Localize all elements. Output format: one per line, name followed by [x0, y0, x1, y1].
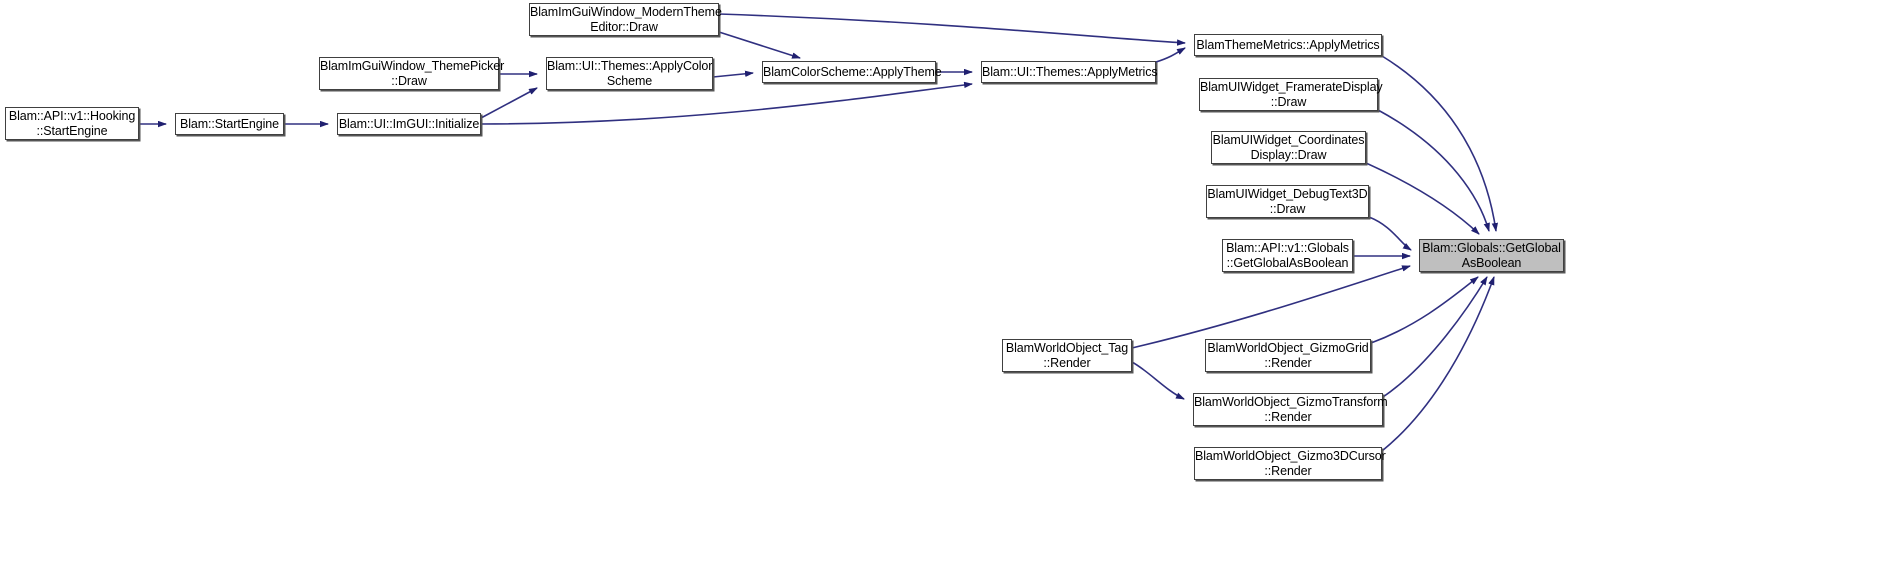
node-themes-applymetrics[interactable]: Blam::UI::Themes::ApplyMetrics: [981, 61, 1158, 83]
edge-themesmetrics-to-thememetrics: [1155, 47, 1186, 63]
node-label: BlamWorldObject_Tag ::Render: [1005, 340, 1129, 370]
node-gizmotransform-render[interactable]: BlamWorldObject_GizmoTransform ::Render: [1193, 393, 1388, 426]
node-globals-getglobalasboolean[interactable]: Blam::Globals::GetGlobal AsBoolean: [1419, 239, 1564, 272]
node-worldobject-tag-render[interactable]: BlamWorldObject_Tag ::Render: [1002, 339, 1132, 372]
node-framerate-display-draw[interactable]: BlamUIWidget_FramerateDisplay ::Draw: [1199, 78, 1383, 111]
edge-worldobjecttag-to-getglobal: [1131, 265, 1411, 349]
node-thememetrics-applymetrics[interactable]: BlamThemeMetrics::ApplyMetrics: [1194, 34, 1382, 56]
edge-coordinates-to-getglobal: [1365, 162, 1480, 235]
node-coordinates-display-draw[interactable]: BlamUIWidget_Coordinates Display::Draw: [1211, 131, 1366, 164]
node-label: Blam::Globals::GetGlobal AsBoolean: [1422, 240, 1561, 270]
node-label: Blam::UI::ImGUI::Initialize: [338, 116, 480, 131]
node-debugtext3d-draw[interactable]: BlamUIWidget_DebugText3D ::Draw: [1206, 185, 1369, 218]
node-imgui-initialize[interactable]: Blam::UI::ImGUI::Initialize: [337, 113, 481, 135]
edge-gizmotransform-to-getglobal: [1382, 276, 1488, 398]
node-label: Blam::UI::Themes::ApplyMetrics: [982, 64, 1158, 79]
node-label: BlamColorScheme::ApplyTheme: [763, 64, 942, 79]
edge-worldobjecttag-to-gizmotransform: [1131, 361, 1185, 400]
node-label: BlamWorldObject_GizmoTransform ::Render: [1194, 394, 1388, 424]
node-label: BlamImGuiWindow_ModernTheme Editor::Draw: [530, 4, 722, 34]
node-label: BlamImGuiWindow_ThemePicker ::Draw: [320, 58, 505, 88]
node-label: Blam::API::v1::Globals ::GetGlobalAsBool…: [1226, 240, 1349, 270]
edge-framerate-to-getglobal: [1377, 109, 1490, 232]
edge-thememetrics-to-getglobal: [1381, 55, 1499, 232]
node-label: BlamUIWidget_FramerateDisplay ::Draw: [1200, 79, 1383, 109]
edge-debugtext3d-to-getglobal: [1368, 216, 1412, 251]
edge-moderntheme-to-applytheme: [718, 31, 801, 59]
edge-gizmo3dcursor-to-getglobal: [1381, 276, 1495, 452]
node-colorscheme-applytheme[interactable]: BlamColorScheme::ApplyTheme: [762, 61, 942, 83]
node-gizmogrid-render[interactable]: BlamWorldObject_GizmoGrid ::Render: [1205, 339, 1371, 372]
node-startengine[interactable]: Blam::StartEngine: [175, 113, 284, 135]
node-api-globals-getglobalasboolean[interactable]: Blam::API::v1::Globals ::GetGlobalAsBool…: [1222, 239, 1353, 272]
node-label: Blam::UI::Themes::ApplyColor Scheme: [547, 58, 713, 88]
edge-gizmogrid-to-getglobal: [1370, 276, 1479, 344]
node-themes-applycolorscheme[interactable]: Blam::UI::Themes::ApplyColor Scheme: [546, 57, 713, 90]
edge-initialize-to-applycolorscheme: [480, 87, 538, 119]
node-label: BlamUIWidget_DebugText3D ::Draw: [1207, 186, 1368, 216]
node-label: BlamWorldObject_GizmoGrid ::Render: [1207, 340, 1369, 370]
node-label: BlamUIWidget_Coordinates Display::Draw: [1212, 132, 1365, 162]
edge-moderntheme-to-thememetrics: [718, 13, 1186, 46]
edge-initialize-to-applymetrics: [480, 81, 973, 125]
node-themepicker-draw[interactable]: BlamImGuiWindow_ThemePicker ::Draw: [319, 57, 505, 90]
node-hooking-startengine[interactable]: Blam::API::v1::Hooking ::StartEngine: [5, 107, 139, 140]
node-gizmo3dcursor-render[interactable]: BlamWorldObject_Gizmo3DCursor ::Render: [1194, 447, 1386, 480]
node-label: Blam::API::v1::Hooking ::StartEngine: [8, 108, 136, 138]
node-moderntheme-editor-draw[interactable]: BlamImGuiWindow_ModernTheme Editor::Draw: [529, 3, 722, 36]
edge-applycolorscheme-to-applytheme: [712, 70, 754, 78]
node-label: BlamThemeMetrics::ApplyMetrics: [1196, 37, 1380, 52]
node-label: BlamWorldObject_Gizmo3DCursor ::Render: [1195, 448, 1386, 478]
node-label: Blam::StartEngine: [179, 116, 280, 131]
